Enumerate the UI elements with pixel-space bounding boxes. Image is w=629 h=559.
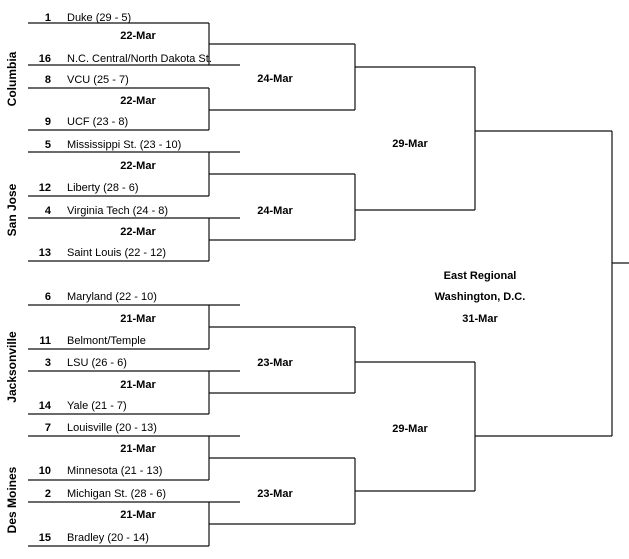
team-slot: 4 Virginia Tech (24 - 8)	[45, 205, 168, 217]
team-name: Yale (21 - 7)	[67, 400, 127, 412]
team-seed: 2	[45, 488, 51, 500]
team-slot: 1 Duke (29 - 5)	[45, 12, 131, 24]
team-seed: 4	[45, 205, 52, 217]
round1-date: 21-Mar	[120, 313, 156, 325]
region-label-san-jose: San Jose	[5, 183, 19, 236]
team-seed: 14	[39, 400, 52, 412]
team-name: Bradley (20 - 14)	[67, 532, 149, 544]
round1-date: 22-Mar	[120, 160, 156, 172]
round3-date: 29-Mar	[392, 423, 428, 435]
team-slot: 5 Mississippi St. (23 - 10)	[45, 139, 181, 151]
team-name: VCU (25 - 7)	[67, 74, 129, 86]
team-seed: 3	[45, 357, 51, 369]
team-seed: 5	[45, 139, 51, 151]
team-seed: 1	[45, 12, 51, 24]
team-slot: 8 VCU (25 - 7)	[45, 74, 129, 86]
team-slot: 10 Minnesota (21 - 13)	[39, 465, 163, 477]
round1-date: 22-Mar	[120, 30, 156, 42]
round3-date: 29-Mar	[392, 138, 428, 150]
regional-name: East Regional	[444, 270, 517, 282]
team-slot: 12 Liberty (28 - 6)	[39, 182, 139, 194]
team-name: UCF (23 - 8)	[67, 116, 128, 128]
team-seed: 12	[39, 182, 51, 194]
round1-date: 21-Mar	[120, 443, 156, 455]
team-name: Saint Louis (22 - 12)	[67, 247, 166, 259]
round1-date: 22-Mar	[120, 226, 156, 238]
team-slot: 11 Belmont/Temple	[39, 335, 146, 347]
regional-location: Washington, D.C.	[435, 291, 526, 303]
region-label-columbia: Columbia	[5, 51, 19, 106]
team-slot: 15 Bradley (20 - 14)	[39, 532, 149, 544]
region-label-des-moines: Des Moines	[5, 466, 19, 533]
team-slot: 14 Yale (21 - 7)	[39, 400, 127, 412]
team-slot: 13 Saint Louis (22 - 12)	[39, 247, 166, 259]
team-seed: 15	[39, 532, 51, 544]
team-name: LSU (26 - 6)	[67, 357, 127, 369]
team-name: Minnesota (21 - 13)	[67, 465, 162, 477]
team-name: Mississippi St. (23 - 10)	[67, 139, 181, 151]
team-slot: 16 N.C. Central/North Dakota St.	[39, 53, 212, 65]
round2-date: 23-Mar	[257, 357, 293, 369]
team-name: Michigan St. (28 - 6)	[67, 488, 166, 500]
team-name: Duke (29 - 5)	[67, 12, 131, 24]
round1-date: 21-Mar	[120, 509, 156, 521]
team-seed: 13	[39, 247, 51, 259]
team-seed: 9	[45, 116, 51, 128]
round1-date: 21-Mar	[120, 379, 156, 391]
team-seed: 10	[39, 465, 51, 477]
team-seed: 8	[45, 74, 51, 86]
team-name: Virginia Tech (24 - 8)	[67, 205, 168, 217]
team-seed: 6	[45, 291, 51, 303]
team-slot: 6 Maryland (22 - 10)	[45, 291, 157, 303]
regional-date: 31-Mar	[462, 313, 498, 325]
team-name: N.C. Central/North Dakota St.	[67, 53, 212, 65]
bracket-lines	[28, 22, 629, 547]
round2-date: 24-Mar	[257, 205, 293, 217]
team-slot: 7 Louisville (20 - 13)	[45, 422, 157, 434]
team-list: 1 Duke (29 - 5) 16 N.C. Central/North Da…	[39, 12, 212, 544]
team-seed: 7	[45, 422, 51, 434]
round2-date: 23-Mar	[257, 488, 293, 500]
team-name: Liberty (28 - 6)	[67, 182, 139, 194]
team-name: Louisville (20 - 13)	[67, 422, 157, 434]
team-name: Maryland (22 - 10)	[67, 291, 157, 303]
team-slot: 9 UCF (23 - 8)	[45, 116, 128, 128]
team-seed: 11	[39, 335, 51, 347]
round2-date: 24-Mar	[257, 73, 293, 85]
team-slot: 3 LSU (26 - 6)	[45, 357, 127, 369]
team-slot: 2 Michigan St. (28 - 6)	[45, 488, 166, 500]
team-seed: 16	[39, 53, 51, 65]
team-name: Belmont/Temple	[67, 335, 146, 347]
region-label-jacksonville: Jacksonville	[5, 331, 19, 403]
round1-date: 22-Mar	[120, 95, 156, 107]
